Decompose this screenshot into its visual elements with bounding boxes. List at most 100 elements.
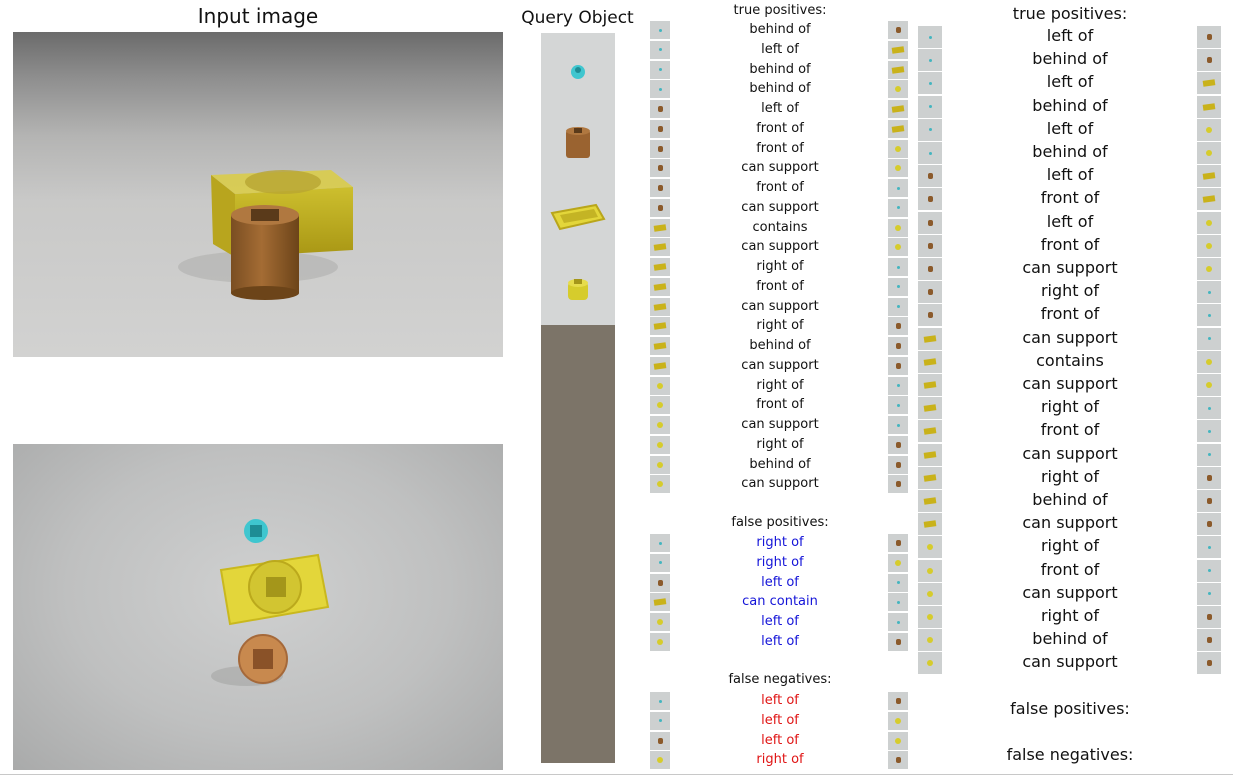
cyan-object-thumb bbox=[888, 376, 908, 395]
cyan-object-thumb bbox=[650, 40, 670, 59]
brown-object-thumb bbox=[1197, 652, 1221, 675]
cyan-object-thumb bbox=[888, 573, 908, 592]
brown-object-thumb bbox=[918, 188, 942, 211]
relation-tp-2: right of bbox=[1040, 397, 1100, 417]
relation-tp-2: right of bbox=[1040, 606, 1100, 625]
cyan-object-thumb bbox=[1197, 559, 1221, 582]
relation-tp-1: can support bbox=[741, 239, 819, 255]
relation-fp-1: right of bbox=[756, 535, 804, 550]
brown-object-thumb bbox=[918, 258, 942, 280]
relation-fp-1: left of bbox=[761, 574, 799, 590]
ycyl-object-thumb bbox=[650, 416, 670, 434]
query-tile-yellow-box bbox=[541, 179, 615, 252]
ycyl-object-thumb bbox=[650, 376, 670, 395]
brown-object-thumb bbox=[888, 692, 908, 710]
yellow-object-thumb bbox=[888, 119, 908, 138]
relation-tp-1: front of bbox=[756, 120, 804, 136]
ycyl-object-thumb bbox=[650, 435, 670, 454]
brown-object-thumb bbox=[888, 317, 908, 336]
scene-perspective-render bbox=[178, 170, 353, 300]
yellow-object-thumb bbox=[650, 258, 670, 276]
query-tile-yellow-cylinder bbox=[541, 252, 615, 325]
brown-object-thumb bbox=[918, 165, 942, 188]
yellow-object-thumb bbox=[918, 513, 942, 536]
brown-object-thumb bbox=[918, 211, 942, 234]
brown-object-thumb bbox=[650, 198, 670, 217]
yellow-object-thumb bbox=[1197, 165, 1221, 188]
brown-object-thumb bbox=[1197, 466, 1221, 489]
relation-tp-2: can support bbox=[1022, 327, 1118, 347]
relation-tp-1: front of bbox=[756, 278, 804, 294]
relation-tp-2: can support bbox=[1022, 513, 1118, 533]
yellow-object-thumb bbox=[918, 490, 942, 512]
cyan-object-thumb bbox=[1197, 327, 1221, 350]
cyan-object-thumb bbox=[650, 60, 670, 79]
brown-object-thumb bbox=[888, 455, 908, 474]
brown-object-thumb bbox=[1197, 26, 1221, 48]
ycyl-object-thumb bbox=[650, 455, 670, 474]
relation-tp-1: front of bbox=[756, 140, 804, 156]
brown-object-thumb bbox=[888, 632, 908, 651]
cyan-object-thumb bbox=[650, 553, 670, 572]
brown-object-thumb bbox=[1197, 49, 1221, 72]
cyan-object-thumb bbox=[918, 142, 942, 164]
relation-tp-2: contains bbox=[1036, 350, 1104, 370]
relation-tp-2: right of bbox=[1040, 466, 1100, 486]
yellow-object-thumb bbox=[650, 356, 670, 375]
yellow-object-thumb bbox=[1197, 95, 1221, 118]
brown-object-thumb bbox=[918, 304, 942, 327]
relation-tp-1: can support bbox=[741, 476, 819, 492]
yellow-object-thumb bbox=[650, 238, 670, 257]
cyan-object-thumb bbox=[918, 49, 942, 72]
brown-object-thumb bbox=[650, 179, 670, 197]
cyan-object-thumb bbox=[888, 416, 908, 434]
ycyl-object-thumb bbox=[888, 80, 908, 99]
relation-tp-2: front of bbox=[1040, 188, 1100, 208]
relation-tp-2: left of bbox=[1046, 165, 1094, 185]
ycyl-object-thumb bbox=[650, 632, 670, 651]
cyan-object-thumb bbox=[1197, 304, 1221, 327]
ycyl-object-thumb bbox=[918, 652, 942, 675]
ycyl-object-thumb bbox=[888, 238, 908, 257]
cyan-object-thumb bbox=[1197, 420, 1221, 443]
relation-fp-1: can contain bbox=[742, 594, 818, 610]
true-positives-label-1: true positives: bbox=[733, 3, 827, 18]
query-tile-brown-cylinder bbox=[541, 106, 615, 179]
relation-tp-2: front of bbox=[1040, 559, 1100, 579]
brown-object-thumb bbox=[918, 281, 942, 304]
cyan-object-thumb bbox=[888, 593, 908, 612]
relation-tp-2: left of bbox=[1046, 26, 1094, 45]
relation-tp-1: can support bbox=[741, 298, 819, 314]
cyan-object-thumb bbox=[1197, 582, 1221, 605]
cyan-object-thumb bbox=[918, 26, 942, 48]
cyan-object-thumb bbox=[650, 692, 670, 710]
brown-object-thumb bbox=[888, 356, 908, 375]
yellow-object-thumb bbox=[888, 100, 908, 118]
relation-tp-2: can support bbox=[1022, 582, 1118, 602]
brown-object-thumb bbox=[650, 119, 670, 138]
cyan-object-thumb bbox=[650, 534, 670, 552]
relation-tp-2: left of bbox=[1046, 72, 1094, 92]
yellow-cylinder-icon bbox=[568, 278, 588, 300]
cyan-object-thumb bbox=[650, 21, 670, 39]
relation-tp-1: contains bbox=[752, 219, 808, 235]
ycyl-object-thumb bbox=[1197, 118, 1221, 141]
ycyl-object-thumb bbox=[1197, 142, 1221, 164]
brown-object-thumb bbox=[650, 159, 670, 178]
ycyl-object-thumb bbox=[888, 711, 908, 730]
relation-tp-2: left of bbox=[1046, 118, 1094, 138]
query-object-title: Query Object bbox=[521, 8, 634, 28]
ycyl-object-thumb bbox=[918, 559, 942, 582]
cyan-object-thumb bbox=[1197, 281, 1221, 304]
relation-tp-2: front of bbox=[1040, 304, 1100, 324]
relation-tp-1: can support bbox=[741, 357, 819, 373]
input-image-topdown bbox=[13, 444, 503, 770]
relation-tp-2: right of bbox=[1040, 536, 1100, 556]
relation-tp-2: left of bbox=[1046, 211, 1094, 231]
false-negatives-label-1: false negatives: bbox=[728, 672, 832, 687]
brown-object-thumb bbox=[1197, 513, 1221, 536]
yellow-object-thumb bbox=[650, 277, 670, 296]
ycyl-object-thumb bbox=[1197, 234, 1221, 257]
relation-tp-2: behind of bbox=[1032, 629, 1108, 649]
brown-object-thumb bbox=[888, 337, 908, 355]
